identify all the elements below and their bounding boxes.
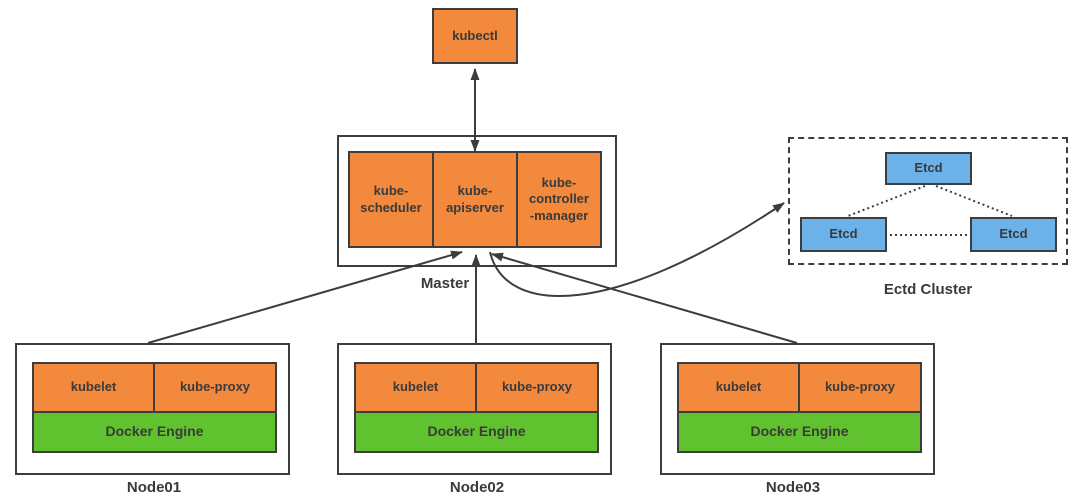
node03-label: Node03: [765, 479, 821, 496]
kube-scheduler-box: kube- scheduler: [348, 151, 434, 248]
node02-docker-engine-box: Docker Engine: [354, 411, 599, 453]
etcd-box-left: Etcd: [800, 217, 887, 252]
etcd-cluster-label: Ectd Cluster: [883, 281, 973, 298]
node03-docker-engine-box: Docker Engine: [677, 411, 922, 453]
node01-label: Node01: [126, 479, 182, 496]
node02-kubelet-box: kubelet: [354, 362, 477, 413]
arrow-node03-to-apiserver: [491, 252, 798, 344]
node02-label: Node02: [449, 479, 505, 496]
master-box: kube- scheduler kube- apiserver kube- co…: [337, 135, 617, 267]
kubectl-box: kubectl: [432, 8, 518, 64]
node01-docker-engine-box: Docker Engine: [32, 411, 277, 453]
node03-kube-proxy-box: kube-proxy: [798, 362, 922, 413]
node02-box: kubelet kube-proxy Docker Engine: [337, 343, 612, 475]
etcd-box-top: Etcd: [885, 152, 972, 185]
master-components: kube- scheduler kube- apiserver kube- co…: [348, 151, 602, 248]
node03-kubelet-box: kubelet: [677, 362, 800, 413]
node01-kube-proxy-box: kube-proxy: [153, 362, 277, 413]
etcd-box-right: Etcd: [970, 217, 1057, 252]
node01-box: kubelet kube-proxy Docker Engine: [15, 343, 290, 475]
etcd-cluster-box: Etcd Etcd Etcd: [788, 137, 1068, 265]
master-label: Master: [420, 275, 470, 292]
node02-kube-proxy-box: kube-proxy: [475, 362, 599, 413]
node03-components: kubelet kube-proxy Docker Engine: [677, 362, 922, 453]
kube-apiserver-box: kube- apiserver: [432, 151, 518, 248]
node01-components: kubelet kube-proxy Docker Engine: [32, 362, 277, 453]
node03-box: kubelet kube-proxy Docker Engine: [660, 343, 935, 475]
node01-kubelet-box: kubelet: [32, 362, 155, 413]
node02-components: kubelet kube-proxy Docker Engine: [354, 362, 599, 453]
kube-controller-manager-box: kube- controller -manager: [516, 151, 602, 248]
